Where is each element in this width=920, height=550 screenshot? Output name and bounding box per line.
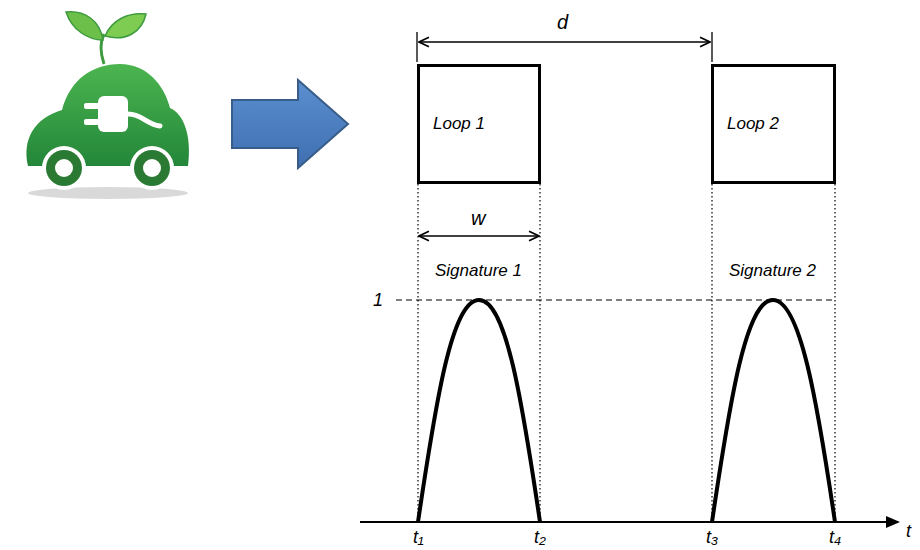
time-label: t₁ [412, 527, 425, 548]
axis-value: 1 [372, 290, 384, 311]
dimension-label: d [556, 11, 569, 34]
loop-label: Loop 2 [727, 114, 779, 134]
dimension-label: w [470, 207, 486, 230]
loop-label: Loop 1 [433, 114, 485, 134]
dimension-d [417, 32, 712, 62]
time-label: t₄ [828, 527, 842, 548]
leaf [105, 14, 146, 38]
signature-label: Signature 1 [434, 261, 523, 281]
car-wheel [130, 146, 174, 190]
projection-lines [418, 184, 835, 522]
signature-label: Signature 2 [728, 261, 817, 281]
car-shadow [28, 187, 188, 199]
direction-arrow [232, 80, 348, 168]
time-label: t [905, 521, 912, 542]
plug-symbol [84, 96, 160, 132]
ev-car-icon [26, 12, 189, 199]
loop-detector-box: Loop 2 [711, 64, 836, 184]
signature-curve [712, 300, 835, 522]
loop-detector-box: Loop 1 [417, 64, 541, 184]
signature-curve [418, 300, 540, 522]
time-label: t₃ [705, 527, 719, 548]
leaf [66, 12, 103, 40]
time-label: t₂ [533, 527, 547, 548]
car-wheel [42, 146, 86, 190]
dimension-w [419, 235, 539, 236]
time-axis [360, 516, 900, 528]
